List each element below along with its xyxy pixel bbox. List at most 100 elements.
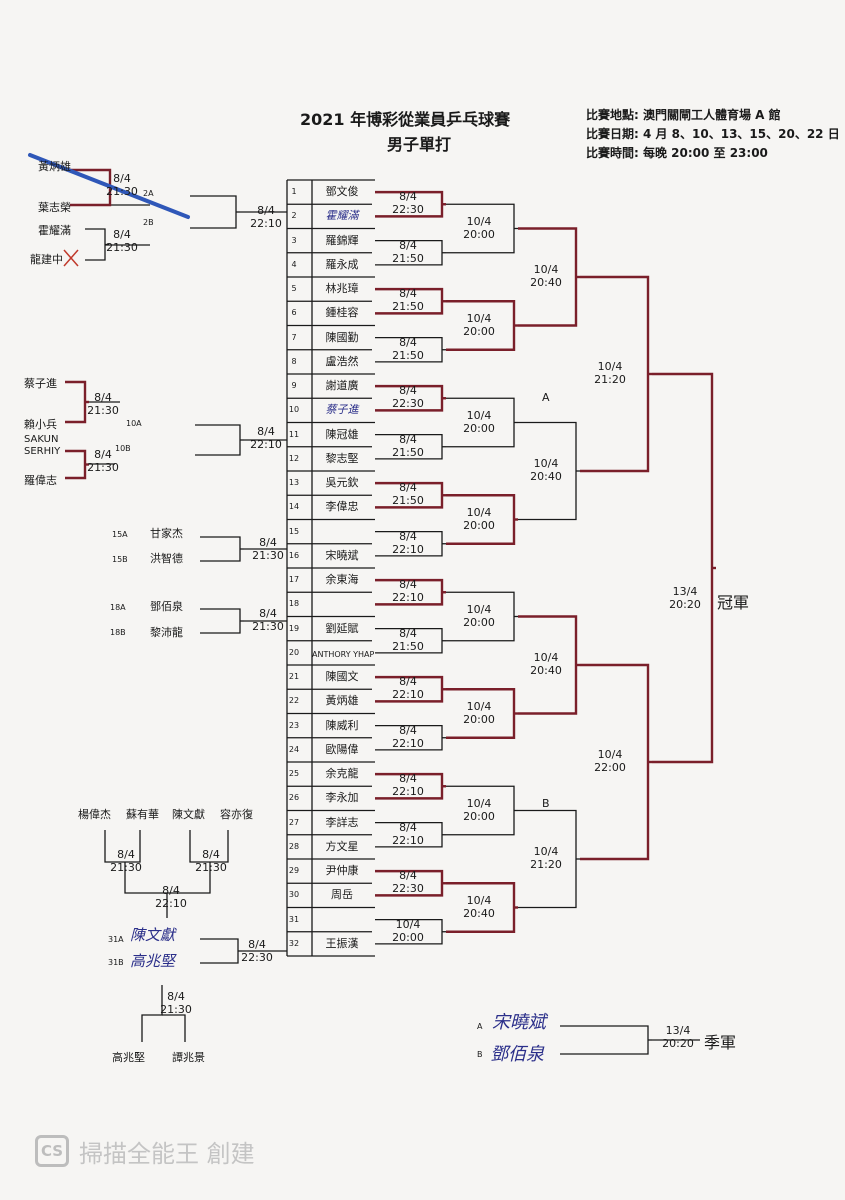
dates-info: 比賽日期: 4 月 8、10、13、15、20、22 日 — [586, 127, 840, 141]
match-time: 22:10 — [392, 591, 424, 605]
match-time: 22:10 — [250, 438, 282, 451]
slot-number: 17 — [288, 575, 300, 585]
match-date: 10/4 — [597, 748, 623, 761]
slot-player-name: 歐陽偉 — [325, 742, 359, 756]
match-time: 22:10 — [392, 542, 424, 556]
third-b-name: 鄧佰泉 — [490, 1044, 544, 1065]
slot-number: 15 — [288, 526, 300, 536]
match-date: 8/4 — [399, 238, 417, 252]
q2-player-3a: SAKUN — [24, 434, 59, 445]
time-info: 比賽時間: 每晚 20:00 至 23:00 — [586, 146, 768, 160]
slot-player-name: 陳冠雄 — [325, 427, 359, 441]
match-date: 10/4 — [533, 845, 559, 858]
match-time: 21:30 — [87, 461, 119, 474]
match-time: 21:30 — [106, 185, 138, 198]
match-date: 10/4 — [395, 917, 421, 931]
slot-number: 8 — [291, 356, 297, 366]
match-date: 10/4 — [466, 602, 492, 616]
match-time: 22:10 — [250, 217, 282, 230]
match-time: 21:50 — [392, 348, 424, 362]
slot-number: 30 — [288, 890, 300, 900]
match-time: 20:00 — [392, 930, 424, 944]
q5-player-5: 高兆堅 — [112, 1051, 145, 1064]
page-title: 2021 年博彩從業員乒乓球賽 — [300, 110, 511, 129]
match-date: 8/4 — [399, 675, 417, 689]
match-time: 21:30 — [252, 549, 284, 562]
cross-mark — [63, 249, 79, 267]
match-date: 8/4 — [257, 204, 275, 217]
match-time: 20:00 — [463, 809, 495, 823]
match-time: 20:20 — [669, 598, 701, 611]
match-date: 8/4 — [399, 772, 417, 786]
bracket-line — [200, 536, 241, 562]
slot-number: 16 — [288, 550, 300, 560]
bracket-line — [189, 830, 229, 863]
q5-tag-b: 31B — [108, 958, 124, 967]
q3-player-1: 甘家杰 — [150, 527, 183, 540]
slot-player-name: 宋曉斌 — [325, 548, 359, 562]
q5-player-4: 容亦復 — [220, 808, 253, 821]
match-time: 20:40 — [530, 664, 562, 677]
q2-player-1: 蔡子進 — [24, 377, 57, 390]
match-time: 22:30 — [392, 203, 424, 217]
slot-number: 26 — [288, 793, 300, 803]
slot-player-name: 蔡子進 — [325, 403, 359, 417]
match-date: 8/4 — [399, 723, 417, 737]
match-date: 10/4 — [533, 263, 559, 276]
q5-player-6: 譚兆景 — [172, 1051, 205, 1064]
match-time: 21:20 — [594, 373, 626, 386]
slot-player-name: 鄧文俊 — [325, 185, 359, 199]
match-date: 8/4 — [399, 869, 417, 883]
match-date: 8/4 — [259, 607, 277, 620]
q5-player-1: 楊偉杰 — [78, 808, 111, 821]
slot-player-name: 余東海 — [325, 573, 359, 587]
match-time: 20:40 — [463, 906, 495, 920]
slot-player-name: ANTHORY YHAP — [312, 649, 375, 659]
group-a-label: A — [542, 391, 550, 404]
slot-player-name: 李詳志 — [325, 815, 359, 829]
match-time: 22:10 — [155, 897, 187, 910]
match-time: 22:10 — [392, 785, 424, 799]
match-date: 8/4 — [94, 448, 112, 461]
match-time: 21:20 — [530, 858, 562, 871]
slot-number: 4 — [291, 259, 297, 269]
match-date: 10/4 — [466, 311, 492, 325]
scanner-watermark: CS 掃描全能王 創建 — [35, 1133, 255, 1169]
q2-player-4: 羅偉志 — [24, 474, 57, 487]
slot-number: 24 — [288, 744, 300, 754]
match-time: 21:50 — [392, 251, 424, 265]
bracket-line — [195, 424, 241, 456]
slot-player-name: 李永加 — [325, 791, 359, 805]
q4-player-1: 鄧佰泉 — [150, 600, 183, 613]
slot-number: 28 — [288, 841, 300, 851]
match-date: 10/4 — [466, 796, 492, 810]
bracket-line — [652, 372, 714, 764]
slot-number: 1 — [291, 187, 297, 197]
match-time: 20:00 — [463, 227, 495, 241]
match-date: 8/4 — [399, 529, 417, 543]
slot-player-name: 周岳 — [331, 888, 353, 902]
match-date: 10/4 — [597, 360, 623, 373]
slot-player-name: 李偉忠 — [325, 500, 359, 514]
champion-label: 冠軍 — [717, 593, 750, 612]
third-a-name: 宋曉斌 — [492, 1012, 546, 1033]
q2-player-3b: SERHIY — [24, 446, 61, 457]
